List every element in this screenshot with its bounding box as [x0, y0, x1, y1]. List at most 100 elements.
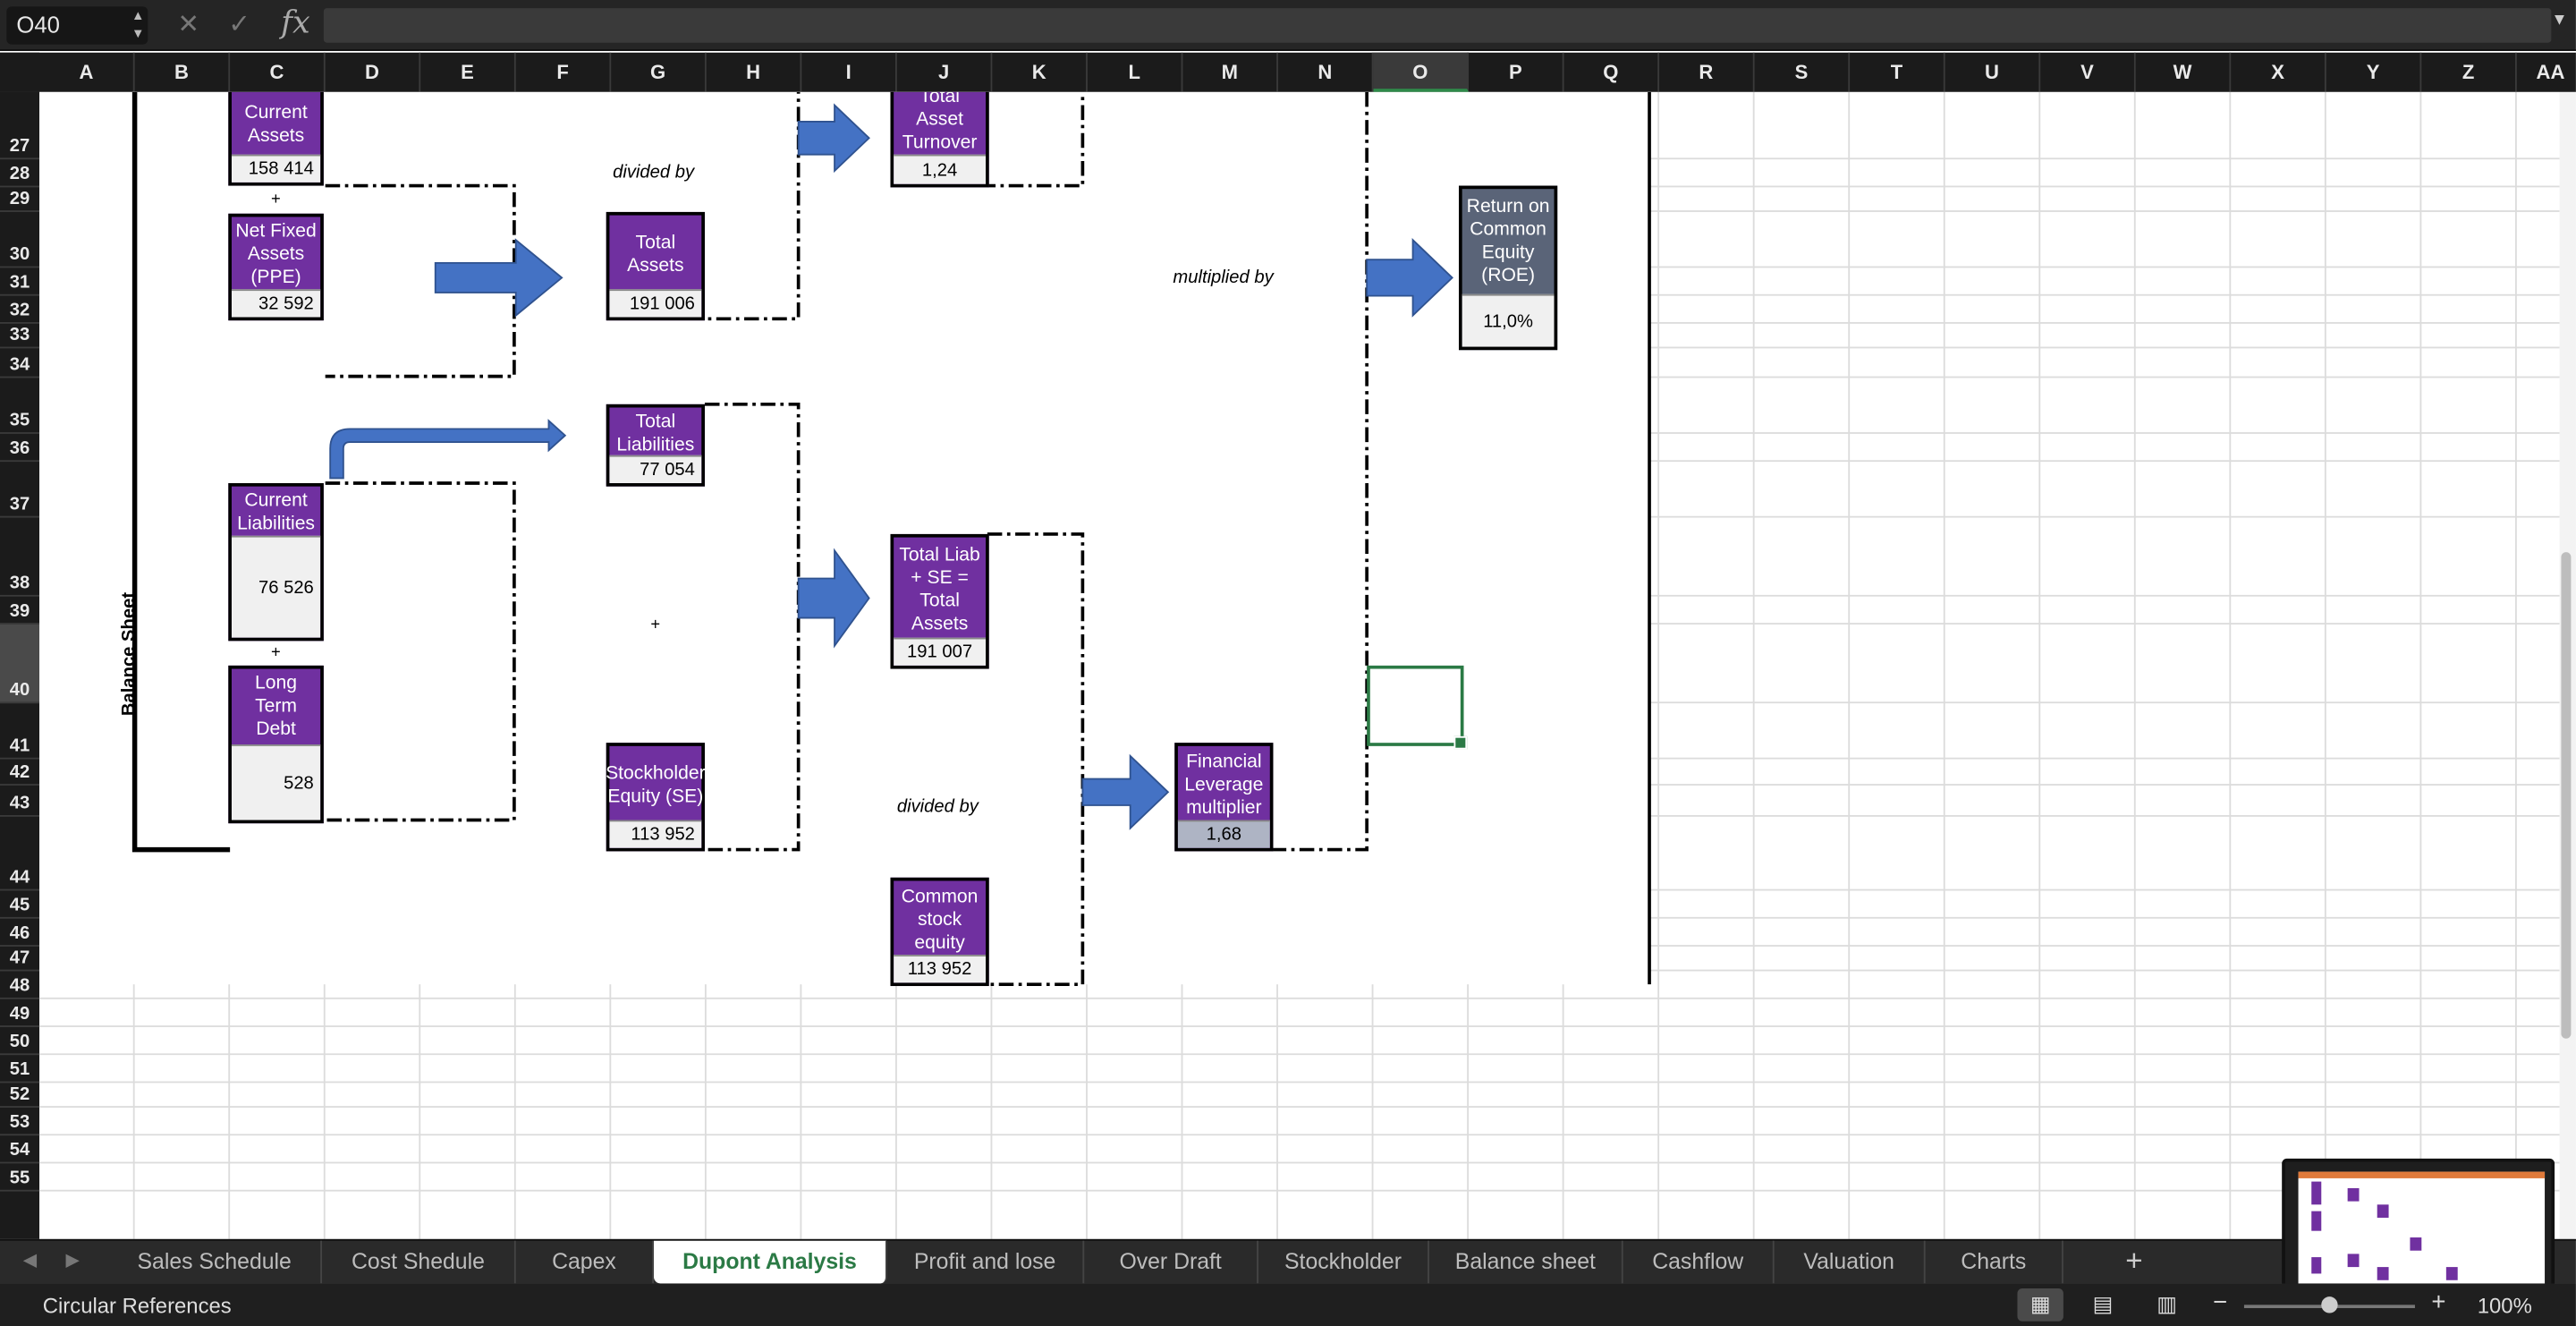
row-header-43[interactable]: 43 — [0, 786, 40, 817]
zoom-level[interactable]: 100% — [2477, 1293, 2532, 1319]
column-header-R[interactable]: R — [1659, 52, 1755, 92]
column-header-K[interactable]: K — [992, 52, 1088, 92]
net-fixed-assets-box[interactable]: Net Fixed Assets (PPE) 32 592 — [228, 213, 324, 321]
cancel-icon[interactable]: ✕ — [177, 11, 199, 40]
column-header-E[interactable]: E — [420, 52, 516, 92]
sheet-navigator-thumbnail[interactable] — [2282, 1158, 2555, 1304]
row-header-48[interactable]: 48 — [0, 971, 40, 999]
column-header-G[interactable]: G — [611, 52, 707, 92]
formula-input[interactable] — [323, 8, 2552, 43]
row-header-35[interactable]: 35 — [0, 378, 40, 434]
tab-next-icon[interactable]: ▶ — [65, 1250, 80, 1271]
row-header-42[interactable]: 42 — [0, 760, 40, 786]
row-header-46[interactable]: 46 — [0, 919, 40, 947]
sheet-tab-stockholder[interactable]: Stockholder — [1258, 1240, 1429, 1284]
row-header-55[interactable]: 55 — [0, 1163, 40, 1192]
total-assets-box[interactable]: Total Assets 191 006 — [606, 211, 705, 321]
row-header-51[interactable]: 51 — [0, 1055, 40, 1084]
row-header-32[interactable]: 32 — [0, 296, 40, 324]
column-header-N[interactable]: N — [1278, 52, 1374, 92]
stockholder-equity-box[interactable]: Stockholder Equity (SE) 113 952 — [606, 743, 706, 852]
add-sheet-button[interactable]: + — [2125, 1244, 2143, 1278]
row-header-45[interactable]: 45 — [0, 890, 40, 919]
column-header-X[interactable]: X — [2231, 52, 2326, 92]
total-liabilities-box[interactable]: Total Liabilities 77 054 — [606, 404, 705, 487]
sheet-tab-over-draft[interactable]: Over Draft — [1084, 1240, 1258, 1284]
long-term-debt-box[interactable]: Long Term Debt 528 — [228, 665, 324, 824]
column-header-D[interactable]: D — [326, 52, 421, 92]
chevron-down-icon[interactable]: ▼ — [2551, 11, 2568, 30]
column-header-T[interactable]: T — [1850, 52, 1945, 92]
name-box[interactable]: O40 — [6, 6, 148, 45]
column-header-P[interactable]: P — [1469, 52, 1564, 92]
function-icon[interactable]: fx — [281, 4, 310, 41]
column-header-C[interactable]: C — [230, 52, 326, 92]
page-layout-view-icon[interactable]: ▤ — [2092, 1291, 2114, 1317]
column-header-A[interactable]: A — [39, 52, 135, 92]
page-break-view-icon[interactable]: ▥ — [2157, 1291, 2177, 1317]
column-header-J[interactable]: J — [897, 52, 993, 92]
normal-view-icon[interactable]: ▦ — [2017, 1288, 2063, 1322]
row-header-54[interactable]: 54 — [0, 1135, 40, 1164]
common-stock-equity-box[interactable]: Common stock equity 113 952 — [890, 877, 989, 987]
sheet-grid[interactable]: Balance Sheet Current Assets 158 414 + N… — [39, 91, 2560, 1239]
sheet-tab-profit-and-lose[interactable]: Profit and lose — [887, 1240, 1085, 1284]
row-header-47[interactable]: 47 — [0, 947, 40, 972]
column-header-Q[interactable]: Q — [1564, 52, 1660, 92]
row-header-27[interactable]: 27 — [0, 92, 40, 160]
column-header-S[interactable]: S — [1755, 52, 1851, 92]
total-asset-turnover-box[interactable]: Total Asset Turnover 1,24 — [890, 91, 989, 188]
row-header-41[interactable]: 41 — [0, 703, 40, 760]
row-header-30[interactable]: 30 — [0, 212, 40, 268]
row-header-29[interactable]: 29 — [0, 187, 40, 212]
name-box-stepper-icon[interactable]: ▲▼ — [131, 8, 145, 41]
sheet-tab-charts[interactable]: Charts — [1926, 1240, 2063, 1284]
row-header-39[interactable]: 39 — [0, 597, 40, 625]
sheet-tab-capex[interactable]: Capex — [516, 1240, 655, 1284]
column-header-F[interactable]: F — [516, 52, 612, 92]
row-header-53[interactable]: 53 — [0, 1108, 40, 1136]
check-icon[interactable]: ✓ — [228, 11, 250, 40]
column-header-V[interactable]: V — [2040, 52, 2136, 92]
column-header-Z[interactable]: Z — [2421, 52, 2517, 92]
row-header-28[interactable]: 28 — [0, 159, 40, 188]
column-header-Y[interactable]: Y — [2326, 52, 2422, 92]
row-header-34[interactable]: 34 — [0, 348, 40, 378]
total-liab-se-box[interactable]: Total Liab + SE = Total Assets 191 007 — [890, 533, 989, 669]
sheet-tab-dupont-analysis[interactable]: Dupont Analysis — [654, 1240, 887, 1284]
current-liabilities-box[interactable]: Current Liabilities 76 526 — [228, 482, 324, 642]
sheet-tab-sales-schedule[interactable]: Sales Schedule — [108, 1240, 322, 1284]
column-header-I[interactable]: I — [801, 52, 897, 92]
row-header-33[interactable]: 33 — [0, 324, 40, 349]
column-header-O[interactable]: O — [1373, 52, 1470, 92]
financial-leverage-box[interactable]: Financial Leverage multiplier 1,68 — [1174, 743, 1274, 852]
column-header-H[interactable]: H — [707, 52, 802, 92]
row-header-44[interactable]: 44 — [0, 817, 40, 891]
zoom-in-button[interactable]: + — [2431, 1288, 2446, 1317]
current-assets-box[interactable]: Current Assets 158 414 — [228, 91, 324, 186]
vertical-scrollbar-thumb[interactable] — [2561, 552, 2572, 1039]
selected-cell-O40[interactable] — [1367, 665, 1468, 750]
row-header-40[interactable]: 40 — [0, 624, 40, 704]
column-header-L[interactable]: L — [1088, 52, 1183, 92]
column-header-U[interactable]: U — [1945, 52, 2041, 92]
row-header-31[interactable]: 31 — [0, 268, 40, 296]
column-header-W[interactable]: W — [2136, 52, 2232, 92]
roe-box[interactable]: Return on Common Equity (ROE) 11,0% — [1458, 185, 1558, 351]
row-header-37[interactable]: 37 — [0, 462, 40, 518]
sheet-tab-balance-sheet[interactable]: Balance sheet — [1429, 1240, 1623, 1284]
row-header-52[interactable]: 52 — [0, 1083, 40, 1108]
row-header-50[interactable]: 50 — [0, 1027, 40, 1056]
column-header-AA[interactable]: AA — [2517, 53, 2576, 92]
row-header-38[interactable]: 38 — [0, 518, 40, 597]
status-text[interactable]: Circular References — [42, 1293, 232, 1319]
sheet-tab-cost-shedule[interactable]: Cost Shedule — [322, 1240, 516, 1284]
row-header-36[interactable]: 36 — [0, 434, 40, 463]
sheet-tab-cashflow[interactable]: Cashflow — [1623, 1240, 1775, 1284]
zoom-slider-handle[interactable] — [2321, 1296, 2338, 1313]
column-header-B[interactable]: B — [135, 52, 231, 92]
zoom-out-button[interactable]: − — [2213, 1288, 2228, 1317]
sheet-tab-valuation[interactable]: Valuation — [1775, 1240, 1926, 1284]
tab-prev-icon[interactable]: ◀ — [22, 1250, 38, 1271]
column-header-M[interactable]: M — [1182, 52, 1278, 92]
